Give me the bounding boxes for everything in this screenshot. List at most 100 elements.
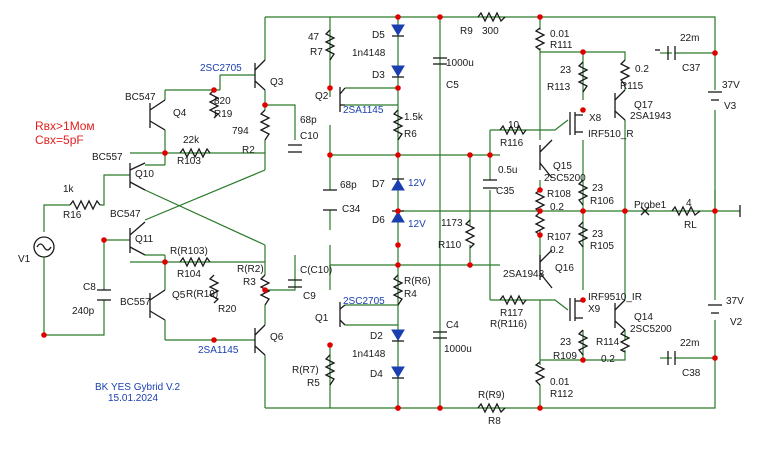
label-X8-type: IRF510_R (588, 129, 634, 140)
label-R111-value: 0.01 (550, 29, 570, 40)
resistor-R117 (499, 294, 527, 306)
label-Q15: Q15 (553, 161, 572, 172)
label-D2-type: 1n4148 (352, 349, 386, 360)
label-D3: D3 (372, 70, 385, 81)
label-R105-value: 23 (592, 229, 604, 240)
label-R19-value: 820 (214, 96, 231, 107)
diode-D5 (391, 24, 405, 37)
label-C38: C38 (682, 368, 701, 379)
label-V2: V2 (730, 317, 743, 328)
transistor-Q15 (539, 139, 553, 179)
capacitor-C4 (433, 331, 447, 339)
label-D4: D4 (370, 369, 383, 380)
capacitor-C8 (97, 289, 111, 301)
label-R2-value: 794 (232, 126, 249, 137)
label-X9: X9 (588, 304, 601, 315)
footer-line1: BK YES Gybrid V.2 (95, 382, 180, 393)
resistor-R109 (577, 329, 589, 356)
label-Q10: Q10 (135, 169, 154, 180)
label-C34: C34 (342, 204, 361, 215)
resistor-R108 (534, 189, 546, 213)
label-C4: C4 (446, 320, 459, 331)
resistor-R103 (179, 147, 211, 159)
label-R108-value: 0.2 (550, 202, 564, 213)
label-Q11: Q11 (135, 234, 154, 245)
label-R107: R107 (547, 232, 571, 243)
footer-line2: 15.01.2024 (108, 393, 158, 404)
capacitor-C5 (433, 57, 447, 65)
label-V3: V3 (724, 101, 737, 112)
label-R113: R113 (547, 82, 571, 93)
diodes (391, 24, 405, 379)
label-C9: C9 (303, 291, 316, 302)
label-R5-value: R(R7) (292, 365, 319, 376)
label-Q4-type: BC547 (125, 92, 156, 103)
label-C5: C5 (446, 80, 459, 91)
label-R20-value: R(R19) (186, 289, 218, 300)
label-Q17-type: 2SA1943 (630, 111, 672, 122)
label-C37-value: 22m (680, 33, 699, 44)
label-R110-value: 1173 (441, 218, 463, 229)
resistor-R5 (324, 354, 336, 386)
label-Q3: Q3 (270, 77, 284, 88)
capacitor-C37 (655, 46, 676, 60)
label-R105: R105 (590, 241, 614, 252)
label-Q16: Q16 (555, 263, 574, 274)
label-V1: V1 (18, 254, 31, 265)
label-Q16-type: 2SA1943 (503, 269, 545, 280)
transistor-Q6 (254, 324, 266, 356)
transistors (129, 59, 626, 356)
battery-V2 (708, 304, 722, 314)
transistor-Q3 (254, 59, 266, 91)
label-R116-value: 10 (508, 120, 520, 131)
label-R16: R16 (63, 210, 82, 221)
label-Q1: Q1 (315, 313, 329, 324)
label-R103-value: 22k (183, 135, 200, 146)
label-R110: R110 (438, 240, 462, 251)
diode-D4 (391, 366, 405, 379)
label-Q5: Q5 (172, 290, 186, 301)
label-R4-value: R(R6) (404, 276, 431, 287)
label-Q5-type: BC557 (120, 297, 151, 308)
resistor-R115 (619, 59, 631, 86)
resistor-R9 (477, 11, 506, 23)
label-D7: D7 (372, 179, 385, 190)
label-Q2: Q2 (315, 91, 329, 102)
label-C4-value: 1000u (444, 344, 472, 355)
capacitor-C34 (323, 189, 337, 211)
label-R9: R9 (460, 26, 473, 37)
input-note-line1: Rвх>1Mом (35, 119, 95, 133)
mosfet-X8 (569, 112, 583, 135)
label-C35-value: 0.5u (498, 165, 517, 176)
label-D6: D6 (372, 215, 385, 226)
label-C8-value: 240p (72, 306, 95, 317)
resistor-R107 (534, 211, 546, 236)
label-R3: R3 (243, 277, 256, 288)
resistor-R2 (259, 109, 271, 141)
label-X8: X8 (589, 113, 602, 124)
transistor-Q17 (614, 89, 626, 121)
resistor-R105 (577, 221, 589, 248)
label-R7-value: 47 (308, 32, 320, 43)
label-Q6-type: 2SA1145 (198, 345, 239, 356)
junction-dots (41, 14, 718, 411)
label-C9-value: C(C10) (300, 265, 332, 276)
probe-marker (640, 206, 650, 216)
diode-D3 (391, 65, 405, 78)
transistor-Q5 (149, 289, 166, 321)
resistor-RL (671, 205, 701, 217)
label-V2-value: 37V (726, 296, 744, 307)
transistor-Q14 (614, 299, 626, 331)
label-RL-value: 4 (686, 198, 692, 209)
label-X9-type: IRF9510_IR (588, 292, 642, 303)
label-R115: R115 (620, 81, 644, 92)
resistor-R8 (477, 402, 506, 414)
label-R104-value: R(R103) (170, 246, 208, 257)
transistor-Q10 (129, 162, 146, 191)
resistor-R4 (392, 274, 404, 306)
label-Q10-type: BC557 (92, 152, 123, 163)
label-R103: R103 (177, 156, 201, 167)
capacitor-C35 (483, 179, 497, 189)
capacitors (97, 46, 722, 365)
label-D5: D5 (372, 30, 385, 41)
